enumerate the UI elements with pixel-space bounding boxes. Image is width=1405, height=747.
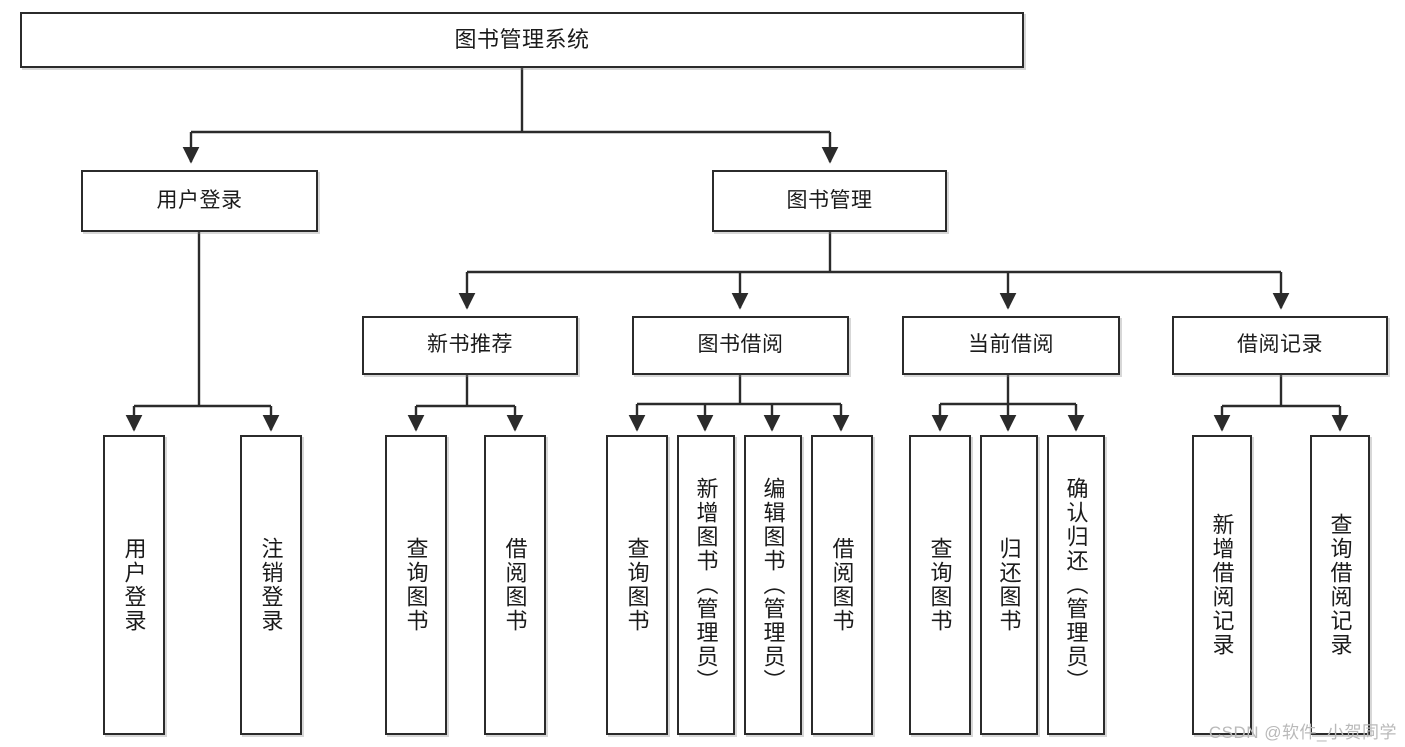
- node-label: 查询图书: [624, 537, 650, 633]
- node-borrow-record[interactable]: 借阅记录: [1172, 316, 1388, 375]
- node-label: 借阅图书: [829, 537, 855, 633]
- leaf-user-login[interactable]: 用户登录: [103, 435, 165, 735]
- node-label: 用户登录: [121, 537, 147, 633]
- csdn-watermark: CSDN @软件_小贺同学: [1208, 723, 1397, 742]
- node-label: 当前借阅: [968, 333, 1054, 357]
- node-book-management[interactable]: 图书管理: [712, 170, 947, 232]
- leaf-confirm-return-admin[interactable]: 确认归还（管理员）: [1047, 435, 1105, 735]
- leaf-query-books-recommend[interactable]: 查询图书: [385, 435, 447, 735]
- node-label: 归还图书: [996, 537, 1022, 633]
- node-label: 用户登录: [156, 188, 243, 212]
- node-label: 新增借阅记录: [1209, 513, 1235, 657]
- leaf-logout[interactable]: 注销登录: [240, 435, 302, 735]
- node-label: 图书借阅: [697, 333, 784, 357]
- node-root-book-management-system[interactable]: 图书管理系统: [20, 12, 1024, 68]
- leaf-return-books[interactable]: 归还图书: [980, 435, 1038, 735]
- leaf-add-book-admin[interactable]: 新增图书（管理员）: [677, 435, 735, 735]
- leaf-edit-book-admin[interactable]: 编辑图书（管理员）: [744, 435, 802, 735]
- leaf-borrow-books[interactable]: 借阅图书: [811, 435, 873, 735]
- node-label: 确认归还（管理员）: [1063, 477, 1089, 693]
- node-current-borrow[interactable]: 当前借阅: [902, 316, 1120, 375]
- node-label: 图书管理系统: [454, 27, 590, 53]
- node-label: 注销登录: [258, 537, 284, 633]
- node-user-login[interactable]: 用户登录: [81, 170, 318, 232]
- node-label: 新增图书（管理员）: [693, 477, 719, 693]
- node-book-borrow[interactable]: 图书借阅: [632, 316, 849, 375]
- node-label: 图书管理: [786, 188, 873, 212]
- node-label: 查询图书: [927, 537, 953, 633]
- node-new-book-recommendation[interactable]: 新书推荐: [362, 316, 578, 375]
- node-label: 借阅图书: [502, 537, 528, 633]
- node-label: 新书推荐: [427, 333, 513, 357]
- leaf-add-borrow-record[interactable]: 新增借阅记录: [1192, 435, 1252, 735]
- leaf-borrow-books-recommend[interactable]: 借阅图书: [484, 435, 546, 735]
- node-label: 借阅记录: [1237, 333, 1323, 357]
- node-label: 查询图书: [403, 537, 429, 633]
- leaf-query-borrow-record[interactable]: 查询借阅记录: [1310, 435, 1370, 735]
- node-label: 编辑图书（管理员）: [760, 477, 786, 693]
- leaf-query-books-current[interactable]: 查询图书: [909, 435, 971, 735]
- leaf-query-books-borrow[interactable]: 查询图书: [606, 435, 668, 735]
- node-label: 查询借阅记录: [1327, 513, 1353, 657]
